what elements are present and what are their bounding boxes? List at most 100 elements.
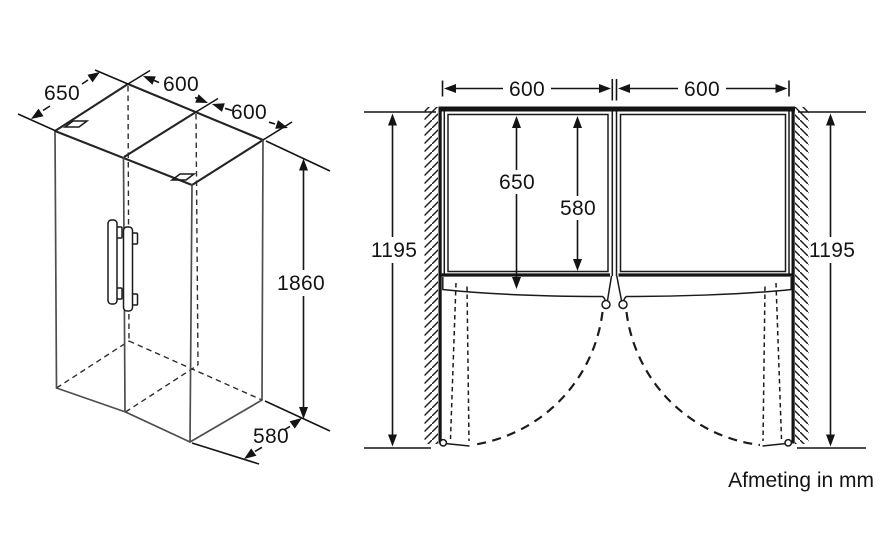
arrowhead (573, 259, 582, 271)
arrowhead (289, 418, 302, 429)
divider-hinge-link (606, 275, 613, 301)
hidden-bottom-left-edge (56, 340, 130, 389)
arrowhead (212, 103, 225, 112)
iso-height-label: 1860 (277, 272, 325, 295)
arrowhead (195, 94, 208, 103)
dim-line-stub (42, 105, 51, 112)
divider-hinge-link (616, 275, 623, 301)
iso-depth-label: 650 (44, 82, 80, 105)
door-swing (439, 282, 793, 447)
arrowhead (275, 120, 288, 129)
extension-line (127, 69, 151, 85)
extension-line (191, 442, 260, 465)
dim-line-stub (81, 79, 89, 85)
open-door-left-edge (449, 282, 457, 440)
arrowhead (826, 434, 835, 447)
center-hinge-left (601, 299, 611, 310)
arrowhead (512, 277, 521, 289)
compartment-left (447, 113, 609, 273)
dim-line-stub (268, 121, 276, 125)
hidden-bottom-divider-edge (125, 364, 199, 413)
arrowhead (512, 116, 521, 128)
open-door-left-bottom (446, 442, 470, 447)
cabinet-back-edge (438, 106, 795, 112)
door-left-front-edge (442, 288, 606, 301)
plan-dim-width-left-600: 600 (441, 78, 618, 101)
wall-hatching (424, 107, 438, 444)
plan-dim-580: 580 (560, 116, 596, 271)
iso-dim-depth-580: 580 (191, 418, 302, 465)
extension-line (262, 121, 293, 141)
plan-dim-650: 650 (499, 116, 535, 289)
isometric-view: 650 600 600 186 (17, 69, 331, 465)
door-swing-arc-right (625, 311, 761, 447)
dim-line-stub (283, 425, 291, 431)
hidden-bottom-back-edge (128, 340, 263, 401)
top-face-divider-line (123, 111, 197, 158)
front-left-vertical-edge (54, 130, 58, 389)
hidden-divider-vertical (195, 113, 199, 366)
iso-dim-depth-650: 650 (17, 69, 129, 132)
iso-width-left-label: 600 (163, 73, 199, 96)
wall-line (791, 107, 795, 444)
plan-view: 600 600 650 580 (364, 78, 866, 449)
open-door-right-bottom (762, 442, 786, 447)
bottom-front-edge-left (55, 387, 127, 413)
front-right-vertical-edge (189, 184, 193, 443)
top-hinge-plate-right (169, 173, 197, 181)
arrowhead (775, 84, 788, 93)
cabinet-plan (438, 106, 795, 277)
arrowhead (244, 448, 257, 459)
compartment-right (619, 113, 787, 273)
plan-side-right-label: 1195 (809, 239, 855, 262)
units-caption: Afmeting in mm (728, 469, 874, 492)
arrowhead (299, 158, 308, 171)
dim-line-stub (254, 446, 263, 453)
bottom-front-edge-right (124, 411, 191, 443)
plan-dim-side-left-1195: 1195 (364, 111, 436, 449)
plan-dim-width-right-600: 600 (618, 78, 790, 101)
plan-width-right-label: 600 (684, 78, 720, 101)
extension-line (195, 97, 219, 113)
cabinet-isometric (53, 82, 265, 443)
plan-side-left-label: 1195 (371, 239, 417, 262)
iso-width-right-label: 600 (231, 101, 267, 124)
wall-left (424, 107, 442, 444)
door-right-front-edge (623, 288, 792, 301)
wall-right (791, 107, 809, 444)
arrowhead (31, 108, 44, 119)
extension-line (94, 69, 129, 85)
corner-hinge-left (439, 438, 448, 447)
extension-line (264, 400, 331, 432)
arrowhead (618, 84, 630, 93)
right-door-handle (122, 226, 134, 312)
plan-width-left-label: 600 (509, 78, 545, 101)
door-swing-arc-left (471, 311, 604, 447)
door-handles (107, 219, 139, 312)
arrowhead (599, 84, 611, 93)
iso-dim-width-left-600: 600 (127, 69, 219, 113)
bottom-right-depth-edge (189, 399, 263, 443)
corner-hinge-right (784, 438, 793, 447)
arrowhead (573, 116, 582, 128)
open-door-left-edge (466, 286, 470, 442)
arrowhead (444, 84, 456, 93)
wall-hatching (795, 107, 809, 444)
extension-line (17, 113, 57, 132)
iso-dim-width-right-600: 600 (212, 101, 293, 141)
doors-closed (442, 275, 792, 310)
plan-depth-door-label: 650 (499, 171, 535, 194)
back-right-vertical-edge (261, 139, 264, 401)
arrowhead (299, 407, 308, 419)
plan-depth-cabinet-label: 580 (560, 197, 596, 220)
arrowhead (143, 76, 156, 85)
plan-dim-side-right-1195: 1195 (797, 111, 866, 449)
extension-line (265, 140, 331, 172)
iso-depth-bottom-label: 580 (253, 425, 289, 448)
wall-line (438, 107, 442, 444)
open-door-right-edge (762, 286, 766, 442)
iso-dim-height-1860: 1860 (264, 140, 331, 432)
dim-line-stub (224, 107, 233, 112)
